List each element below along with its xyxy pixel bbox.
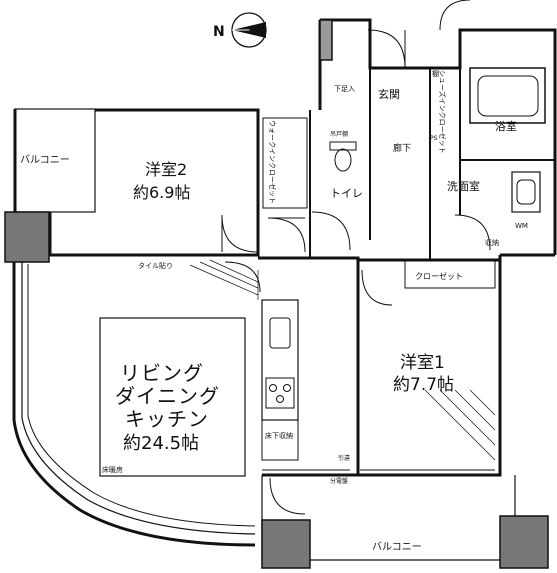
closet-label: クローゼット <box>415 271 463 281</box>
kitchen-counter <box>261 299 299 461</box>
closet-doors <box>257 112 496 471</box>
storage-label: 収納 <box>485 238 499 247</box>
washbasin <box>511 171 541 213</box>
sliding-label: 引違 <box>338 454 350 462</box>
western1-name: 洋室1 <box>400 353 445 373</box>
north-label: N <box>213 24 225 40</box>
tile-hatching <box>189 259 496 461</box>
doors <box>221 0 491 515</box>
shoes-closet-label: シューズインクローゼット <box>438 70 447 154</box>
curved-wall <box>12 260 256 547</box>
ldk-size: 約24.5帖 <box>123 433 199 454</box>
meter-label: 分電盤 <box>330 477 348 485</box>
western2-size: 約6.9帖 <box>133 183 190 202</box>
sprinkler-label: 床下収納 <box>265 431 293 440</box>
bathtub <box>469 67 546 124</box>
linen-label: 棚 <box>432 69 439 78</box>
shoe-storage-label: 下足入 <box>334 85 355 93</box>
bath-label: 浴室 <box>495 119 517 133</box>
toilet-label: トイレ <box>330 187 363 200</box>
washroom-label: 洗面室 <box>447 179 480 193</box>
balcony-top-label: バルコニー <box>20 154 70 166</box>
cabinet-label: 吊戸棚 <box>330 130 348 138</box>
walkin-closet-label: ウォークインクローゼット <box>268 120 277 204</box>
columns <box>4 19 549 569</box>
floor-heating-area <box>99 317 246 477</box>
floor-heating-label: 床暖房 <box>102 465 123 474</box>
compass: N <box>213 12 267 48</box>
balcony-bottom-label: バルコニー <box>372 541 422 553</box>
western2-name: 洋室2 <box>145 160 187 179</box>
tile-label: タイル貼り <box>138 261 173 270</box>
ldk-line2: ダイニング <box>115 384 220 408</box>
walls <box>13 18 557 561</box>
toilet-fixture <box>329 141 357 172</box>
ldk-line1: リビング <box>120 361 204 385</box>
entrance-label: 玄関 <box>378 87 400 101</box>
pipe-space-label: PS <box>430 135 438 142</box>
corridor-label: 廊下 <box>393 142 411 154</box>
western1-size: 約7.7帖 <box>393 375 454 395</box>
washer-label: WM <box>515 222 528 230</box>
ldk-line3: キッチン <box>125 407 209 431</box>
